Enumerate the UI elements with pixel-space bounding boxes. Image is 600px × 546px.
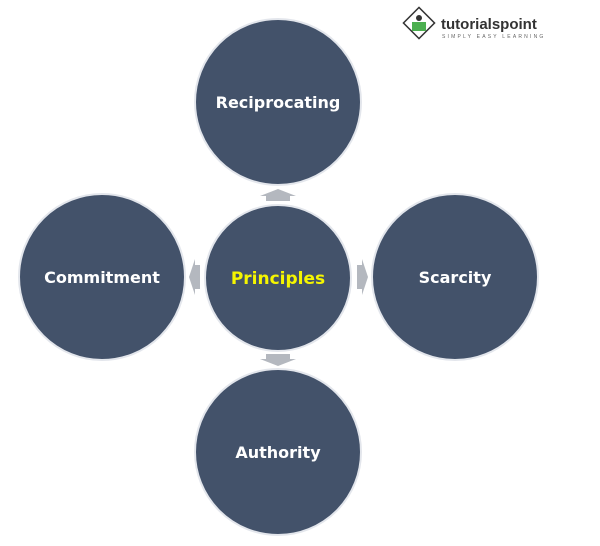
node-left-circle [18,193,186,361]
node-top-label: Reciprocating [216,93,341,112]
node-right-label: Scarcity [419,268,492,287]
logo: tutorialspoint SIMPLY EASY LEARNING [402,6,545,40]
arrow-right-icon [357,259,368,295]
node-bottom-label: Authority [235,443,321,462]
center-circle [204,204,352,352]
logo-tagline: SIMPLY EASY LEARNING [442,34,545,40]
logo-brand: tutorialspoint [441,16,537,33]
arrow-left-icon [189,259,200,295]
arrows [189,189,368,366]
center-label: Principles [231,269,325,289]
arrow-down-icon [260,354,296,366]
node-right-circle [371,193,539,361]
node-top-circle [194,18,362,186]
node-left-label: Commitment [44,268,160,287]
arrow-up-icon [260,189,296,201]
logo-icon [402,6,436,40]
node-bottom-circle [194,368,362,536]
